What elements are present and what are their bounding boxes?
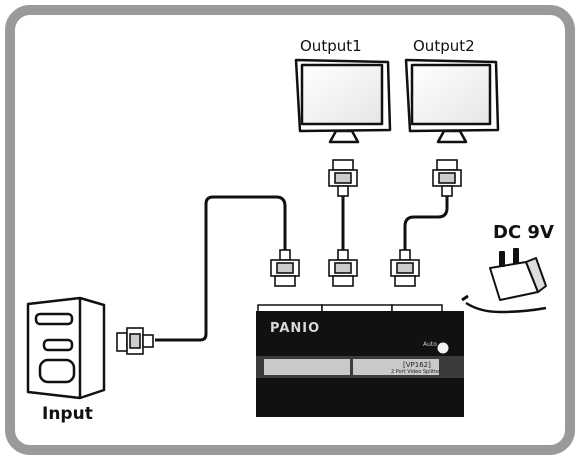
device-button-label: Auto: [423, 341, 437, 348]
monitor-icon: [404, 58, 500, 144]
cables: [155, 195, 547, 342]
power-label: DC 9V: [493, 222, 554, 243]
vga-connector-icon: [390, 249, 420, 287]
vga-connector-icon: [116, 327, 154, 355]
vga-connector-icon: [328, 249, 358, 287]
splitter-device-icon: [256, 304, 464, 417]
vga-connector-icon: [270, 249, 300, 287]
device-brand-label: PANIO: [270, 321, 321, 336]
pc-tower-icon: [26, 296, 106, 400]
device-model-label: [VP162]: [403, 361, 431, 369]
input-label: Input: [42, 404, 93, 424]
device-description-label: 2 Port Video Splitter: [391, 369, 442, 375]
monitor-icon: [294, 58, 392, 144]
output1-label: Output1: [300, 37, 362, 55]
vga-connector-icon: [432, 159, 462, 197]
power-adapter-icon: [461, 248, 547, 302]
vga-connector-icon: [328, 159, 358, 197]
output2-label: Output2: [413, 37, 475, 55]
